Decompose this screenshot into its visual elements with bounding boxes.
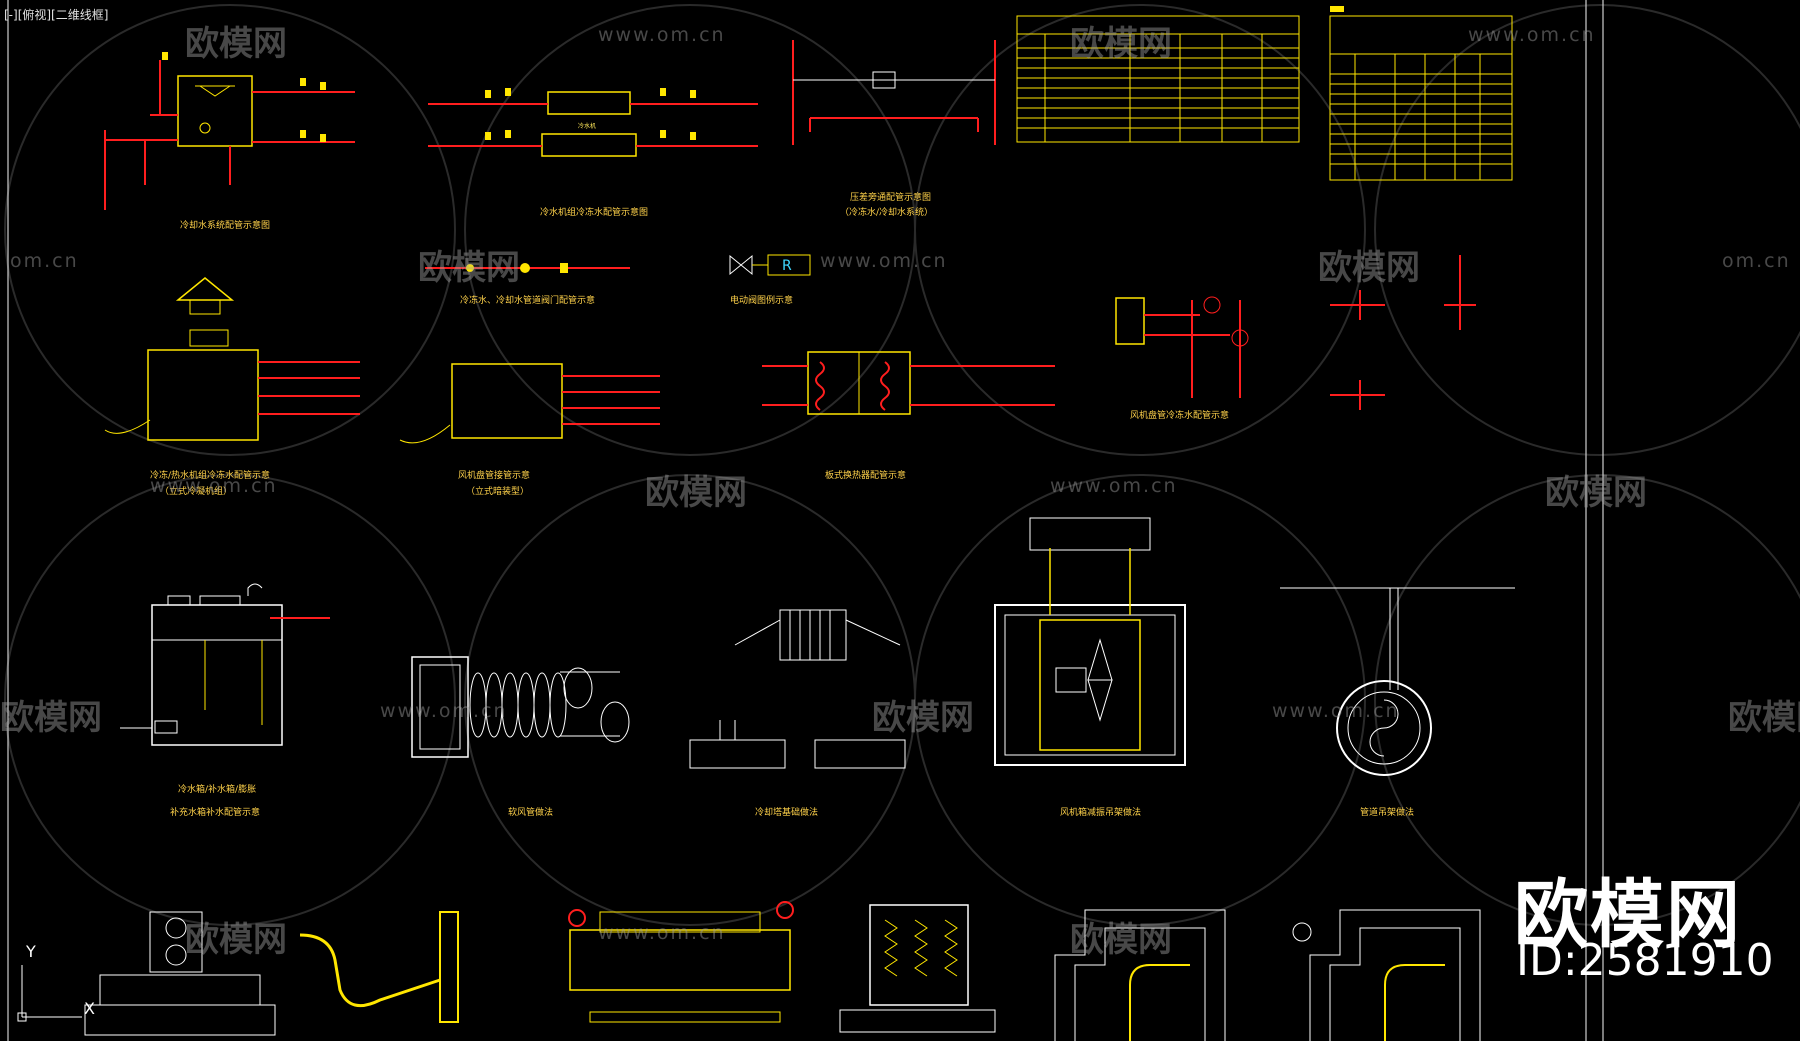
viewport-label[interactable]: [-][俯视][二维线框] bbox=[4, 8, 109, 22]
detail-pump-base[interactable] bbox=[84, 911, 459, 1036]
detail-chiller[interactable] bbox=[568, 901, 794, 1023]
table-2-title-mark bbox=[1330, 6, 1344, 12]
detail-roof-penetration-1[interactable] bbox=[1054, 909, 1226, 1041]
detail-cooling-tower-base[interactable]: 冷却塔基础做法 bbox=[689, 609, 906, 818]
watermark-brand-large: 欧模网 bbox=[1514, 872, 1742, 958]
detail-valve-line[interactable]: 冷冻水、冷却水管道阀门配管示意 bbox=[425, 263, 630, 306]
fcu-spec-table-1[interactable] bbox=[1016, 15, 1300, 143]
detail-fan-section[interactable]: 风机箱减振吊架做法 bbox=[994, 517, 1186, 818]
detail-small-valves[interactable] bbox=[1330, 255, 1476, 410]
detail-heat-exchanger[interactable]: 板式换热器配管示意 bbox=[762, 351, 1055, 481]
detail-expansion-tank[interactable]: 冷冻/热水机组冷冻水配管示意 （立式冷凝机组） bbox=[104, 277, 360, 497]
svg-text:冷冻/热水机组冷冻水配管示意: 冷冻/热水机组冷冻水配管示意 bbox=[150, 469, 270, 481]
svg-text:（立式冷凝机组）: （立式冷凝机组） bbox=[160, 485, 232, 497]
detail-valve-R-box[interactable]: R 电动阀图例示意 bbox=[729, 254, 811, 306]
detail-water-tank[interactable]: 冷水箱/补水箱/膨胀 补充水箱补水配管示意 bbox=[120, 583, 330, 818]
watermark-circles bbox=[4, 4, 1800, 926]
svg-text:风机箱减振吊架做法: 风机箱减振吊架做法 bbox=[1060, 806, 1141, 818]
svg-text:冷冻水、冷却水管道阀门配管示意: 冷冻水、冷却水管道阀门配管示意 bbox=[460, 294, 595, 306]
svg-text:（立式暗装型）: （立式暗装型） bbox=[466, 485, 529, 497]
svg-text:板式换热器配管示意: 板式换热器配管示意 bbox=[825, 469, 906, 481]
detail-fcu-piping[interactable]: 风机盘管冷冻水配管示意 bbox=[1115, 296, 1249, 421]
drawing-frame bbox=[7, 0, 1604, 1041]
svg-text:风机盘管接管示意: 风机盘管接管示意 bbox=[458, 469, 530, 481]
svg-text:冷水机组冷冻水配管示意图: 冷水机组冷冻水配管示意图 bbox=[540, 206, 648, 218]
svg-text:风机盘管冷冻水配管示意: 风机盘管冷冻水配管示意 bbox=[1130, 409, 1229, 421]
ucs-x-label: X bbox=[84, 999, 95, 1018]
ucs-icon bbox=[17, 965, 82, 1022]
svg-text:（冷冻水/冷却水系统）: （冷冻水/冷却水系统） bbox=[840, 206, 933, 218]
watermark-id: ID:2581910 bbox=[1516, 935, 1774, 986]
svg-text:冷却水系统配管示意图: 冷却水系统配管示意图 bbox=[180, 219, 270, 231]
detail-pipe-hanger[interactable]: 管道吊架做法 bbox=[1280, 587, 1515, 818]
ucs-y-label: Y bbox=[25, 942, 36, 961]
detail-tank-piping[interactable]: 冷却水系统配管示意图 bbox=[104, 52, 355, 231]
svg-text:压差旁通配管示意图: 压差旁通配管示意图 bbox=[850, 191, 931, 203]
svg-text:管道吊架做法: 管道吊架做法 bbox=[1360, 806, 1414, 818]
detail-flexible-duct[interactable]: 软风管做法 bbox=[411, 656, 630, 818]
detail-spring-isolator[interactable] bbox=[839, 904, 996, 1033]
detail-pump-piping[interactable]: 冷水机 冷水机组冷冻水配管示意图 bbox=[428, 88, 758, 218]
detail-unit-box[interactable]: 风机盘管接管示意 （立式暗装型） bbox=[399, 363, 660, 497]
svg-text:软风管做法: 软风管做法 bbox=[508, 806, 553, 818]
box-r-label: R bbox=[782, 258, 792, 274]
svg-text:补充水箱补水配管示意: 补充水箱补水配管示意 bbox=[170, 806, 260, 818]
detail-bypass-piping[interactable]: 压差旁通配管示意图 （冷冻水/冷却水系统） bbox=[792, 40, 996, 218]
fcu-spec-table-2[interactable] bbox=[1329, 15, 1513, 181]
svg-text:冷却塔基础做法: 冷却塔基础做法 bbox=[755, 806, 818, 818]
svg-text:电动阀图例示意: 电动阀图例示意 bbox=[730, 294, 793, 306]
svg-text:冷水箱/补水箱/膨胀: 冷水箱/补水箱/膨胀 bbox=[178, 783, 256, 795]
detail-roof-penetration-2[interactable] bbox=[1292, 909, 1481, 1041]
svg-text:冷水机: 冷水机 bbox=[578, 122, 596, 130]
